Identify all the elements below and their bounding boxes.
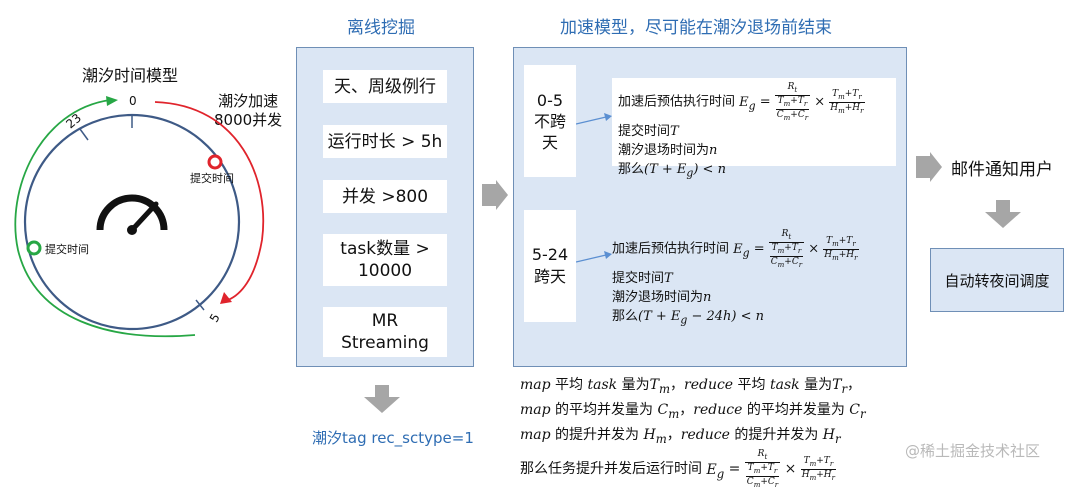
case1-range: 0-5	[536, 90, 564, 110]
tick-0-label: 0	[129, 94, 137, 108]
submit-time-right: 提交时间	[190, 172, 234, 185]
green-submit-dot	[26, 240, 42, 256]
notes-line1: map 平均 task 量为Tm，reduce 平均 task 量为Tr，	[520, 377, 862, 396]
red-arc	[154, 101, 265, 301]
clock-ring	[23, 113, 241, 331]
offline-item-routine: 天、周级例行	[323, 70, 447, 103]
tide-tag-label: 潮汐tag rec_sctype=1	[312, 429, 474, 447]
offline-item-duration: 运行时长 > 5h	[323, 125, 447, 158]
case1-card: 0-5 不跨 天	[524, 65, 576, 177]
bottom-notes: map 平均 task 量为Tm，reduce 平均 task 量为Tr， ma…	[520, 375, 920, 490]
switch-night-box: 自动转夜间调度	[930, 248, 1064, 312]
watermark: @稀土掘金技术社区	[905, 442, 1041, 460]
case2-range: 5-24	[531, 245, 569, 264]
gauge-needle	[129, 201, 159, 233]
green-arc	[14, 99, 196, 338]
tick-5-mark	[195, 299, 205, 311]
tide-accel-line1: 潮汐加速	[218, 92, 279, 110]
offline-item-mr-streaming: MR Streaming	[323, 307, 447, 357]
right-arrow-notify	[916, 152, 942, 182]
offline-item-task-count: task数量 > 10000	[323, 234, 447, 286]
case2-card: 5-24 跨天	[524, 210, 576, 322]
down-arrow-offline	[364, 385, 400, 413]
tick-23-mark	[79, 128, 89, 141]
accel-title: 加速模型，尽可能在潮汐退场前结束	[560, 18, 832, 38]
submit-time-left: 提交时间	[45, 243, 89, 256]
switch-night-label: 自动转夜间调度	[944, 271, 1050, 290]
red-arrowhead	[220, 292, 232, 304]
case1-label-line2: 天	[541, 132, 558, 152]
tide-accel-line2: 8000并发	[214, 111, 283, 129]
clock-title: 潮汐时间模型	[82, 66, 179, 85]
clock-diagram	[14, 96, 265, 338]
offline-title: 离线挖掘	[347, 18, 415, 38]
notes-line2: map 的平均并发量为 Cm，reduce 的平均并发量为 Cr	[520, 401, 866, 421]
offline-item-concurrency: 并发 >800	[323, 180, 447, 213]
email-notify-label: 邮件通知用户	[951, 160, 1053, 180]
down-arrow-notify	[985, 200, 1021, 228]
gauge-hub	[127, 225, 137, 235]
green-arrowhead	[106, 96, 118, 106]
right-arrow-panels	[482, 180, 508, 210]
red-submit-dot	[207, 154, 223, 170]
case2-label-line1: 跨天	[533, 267, 566, 286]
case2-arrow	[576, 251, 612, 263]
tide-accel-label: 潮汐加速 8000并发	[214, 92, 282, 130]
gauge-arc	[96, 194, 168, 231]
case1-arrow	[576, 113, 612, 125]
case1-label-line1: 不跨	[533, 111, 566, 131]
notes-line3: map 的提升并发为 Hm，reduce 的提升并发为 Hr	[520, 426, 841, 446]
